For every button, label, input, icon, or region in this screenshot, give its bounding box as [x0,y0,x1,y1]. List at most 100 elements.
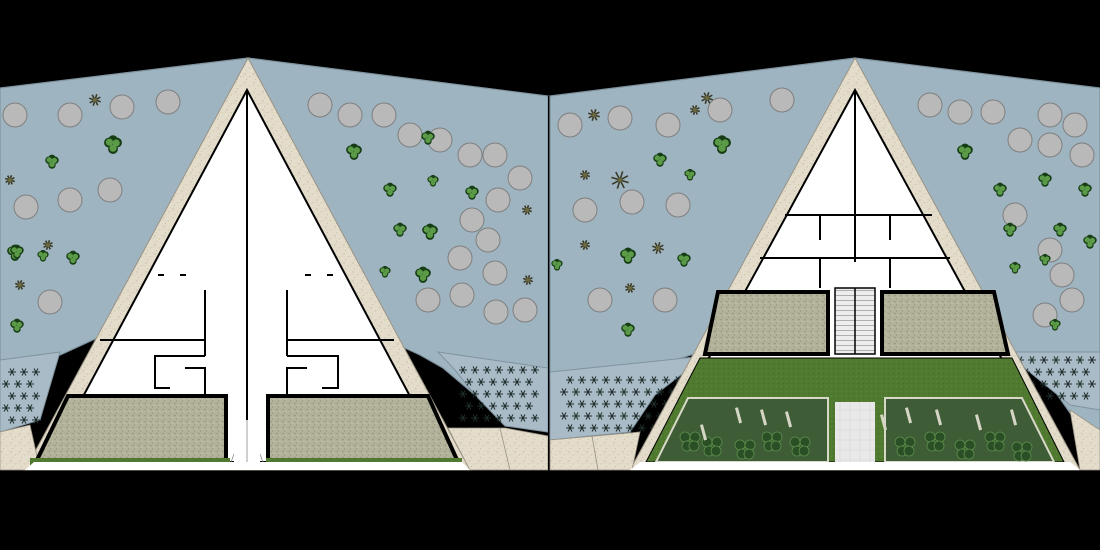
planter-marker [975,414,983,431]
reed-icon [596,412,604,420]
shrub-icon [957,143,973,160]
planter-marker [760,409,768,426]
planter-marker [700,424,708,441]
reed-plantings [2,366,539,424]
reed-icon [513,402,521,410]
reed-icon [1046,368,1054,376]
reed-icon [483,414,491,422]
reed-icon [26,380,34,388]
stepping-stone [947,99,973,125]
reed-icon [1034,368,1042,376]
reed-icon [495,366,503,374]
reed-icon [489,378,497,386]
stepping-stone [307,92,333,118]
reed-icon [501,378,509,386]
reed-icon [32,392,40,400]
reed-icon [644,388,652,396]
planter-marker [1010,409,1018,426]
shrub-icon [679,431,701,452]
reed-icon [531,366,539,374]
stepping-stone [917,92,943,118]
stepping-stone [1059,287,1085,313]
reed-icon [1046,392,1054,400]
shrub-icon [789,436,811,457]
planter-marker [935,409,943,426]
shrub-icon [621,322,635,337]
stepping-stone [475,227,501,253]
reed-icon [32,416,40,424]
reed-icon [638,376,646,384]
stepping-stone [2,102,28,128]
reed-icon [513,378,521,386]
reed-icon [584,388,592,396]
reed-icon [626,376,634,384]
reed-icon [2,404,10,412]
reed-icon [26,404,34,412]
reed-icon [507,414,515,422]
reed-icon [662,376,670,384]
shrub-icon [1049,318,1061,331]
reed-icon [572,412,580,420]
reed-icon [1040,356,1048,364]
central-walkway [835,402,875,470]
reed-icon [525,402,533,410]
reed-icon [590,424,598,432]
reed-icon [459,390,467,398]
reed-icon [483,366,491,374]
planter-shrubs [679,407,1033,462]
reed-icon [1058,368,1066,376]
reed-icon [650,400,658,408]
reed-icon [1070,392,1078,400]
reed-icon [507,390,515,398]
shrub-icon [1078,182,1092,197]
shrub-icon [993,182,1007,197]
stepping-stone [769,87,795,113]
stepping-stone [13,194,39,220]
shrub-icon [427,174,439,187]
shrub-icon [551,258,563,271]
stepping-stone [619,189,645,215]
shrub-icon [701,436,723,457]
palm-icon [522,274,534,286]
reed-icon [1088,356,1096,364]
reed-icon [519,366,527,374]
reed-icon [459,414,467,422]
stepping-stone [512,297,538,323]
reed-icon [560,388,568,396]
reed-icon [1052,380,1060,388]
reed-icon [1058,392,1066,400]
reed-icon [32,368,40,376]
reed-icon [8,368,16,376]
gravel-court-right [880,290,1011,356]
reed-icon [626,400,634,408]
gravel-court-left [32,394,228,464]
reed-icon [584,412,592,420]
stepping-stone [415,287,441,313]
shrub-icon [66,250,80,265]
reed-icon [614,376,622,384]
reed-icon [1040,380,1048,388]
reed-icon [459,366,467,374]
palm-icon [42,239,54,251]
reed-icon [501,402,509,410]
reed-icon [1076,356,1084,364]
shrub-icon [37,249,49,262]
palm-icon [89,94,101,106]
reed-icon [566,424,574,432]
reed-icon [519,390,527,398]
stepping-stone [1049,262,1075,288]
stepping-stones [2,89,538,325]
reed-icon [578,400,586,408]
stepping-stone [483,299,509,325]
reed-icon [1088,380,1096,388]
reed-icon [650,376,658,384]
reed-icon [1052,356,1060,364]
reed-icon [1082,392,1090,400]
shrub-icon [415,266,431,283]
shrub-icon [10,244,24,259]
reed-icon [626,424,634,432]
shrub-icon [379,265,391,278]
reed-icon [489,402,497,410]
shrub-icon [104,135,122,154]
stepping-stone [980,99,1006,125]
